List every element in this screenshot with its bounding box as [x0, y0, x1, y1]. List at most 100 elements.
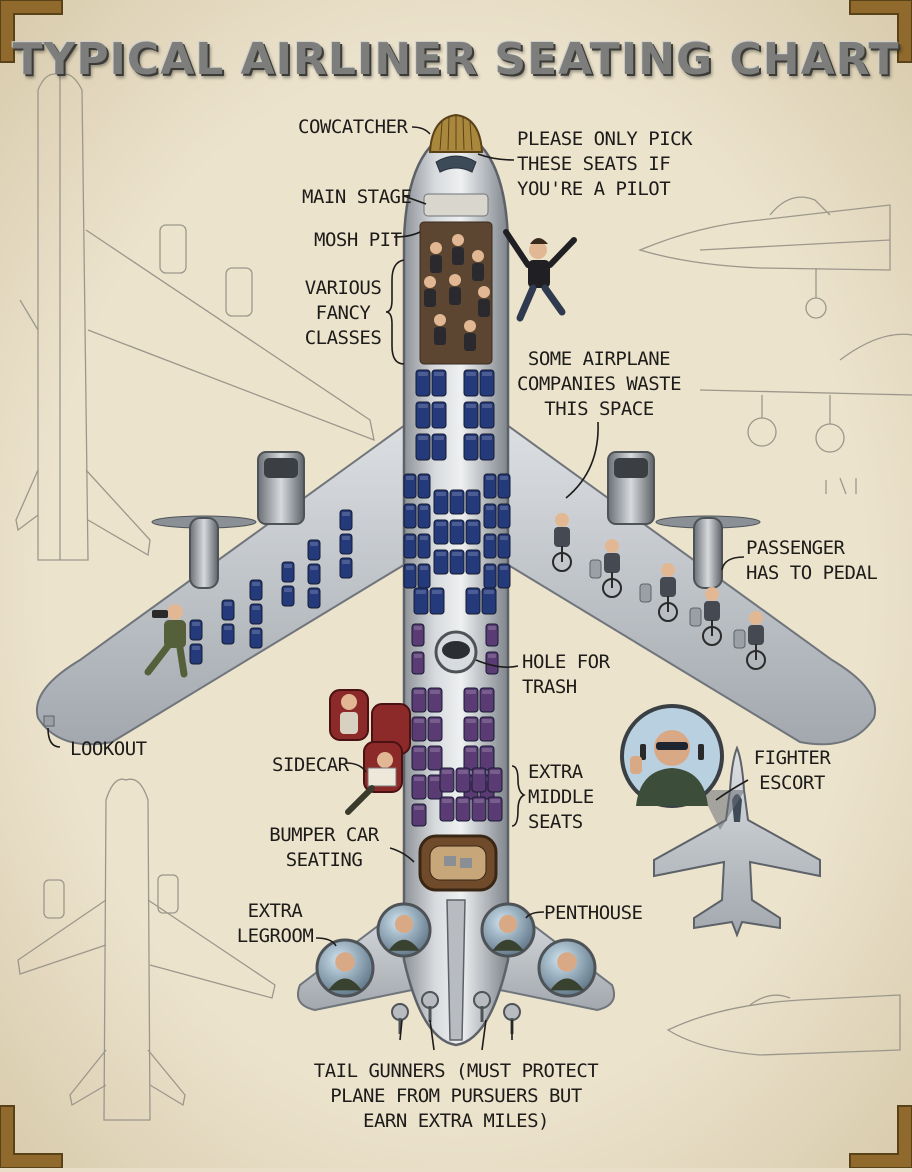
jumping-rocker [503, 229, 577, 322]
seat [483, 533, 497, 559]
seat-shine [414, 748, 424, 752]
seat [455, 767, 471, 793]
seat-shine [466, 436, 476, 440]
seat [431, 369, 447, 397]
label-sidecar: SIDECAR [272, 754, 349, 776]
gunner-head [498, 914, 518, 934]
seat-shine [482, 719, 492, 723]
seat-shine [482, 404, 492, 408]
seat [281, 585, 295, 607]
seat [449, 519, 465, 545]
seat [483, 503, 497, 529]
seat [431, 401, 447, 429]
seat [471, 767, 487, 793]
seat [479, 433, 495, 461]
seat-shine [414, 690, 424, 694]
sketch-airliner-top-left [15, 73, 375, 561]
sketch-airliner-bottom-left [17, 778, 276, 1121]
seat-shine [414, 626, 422, 630]
seat [411, 745, 427, 771]
seat-shine [468, 590, 478, 594]
seat [307, 563, 321, 585]
seat [415, 369, 431, 397]
seat-shine [252, 582, 260, 586]
empty-wing-seat [733, 629, 746, 649]
lookout-window [43, 715, 55, 727]
seat-shine [310, 542, 318, 546]
label-waste-space: SOME AIRPLANE COMPANIES WASTE THIS SPACE [516, 348, 682, 420]
seat-shine [310, 566, 318, 570]
seat-shine [406, 566, 414, 570]
seat-shine [500, 476, 508, 480]
right-wing [499, 418, 877, 746]
seat-shine [414, 654, 422, 658]
left-wing [35, 418, 413, 746]
seat [449, 549, 465, 575]
lookout-person [144, 604, 188, 678]
seat [433, 519, 449, 545]
right-jet-engine [607, 451, 655, 525]
seat-shine [224, 602, 232, 606]
seat-shine [486, 536, 494, 540]
seat-shine [474, 770, 484, 774]
seat-shine [442, 799, 452, 803]
seat [463, 401, 479, 429]
seat-shine [436, 522, 446, 526]
seat-shine [500, 506, 508, 510]
cyclist-head [555, 513, 569, 527]
seat-shine [466, 372, 476, 376]
gunner-body [328, 978, 362, 991]
empty-wing-seat [589, 559, 602, 579]
seat [403, 503, 417, 529]
seat [411, 623, 425, 647]
seat-shine [486, 476, 494, 480]
cyclist-head [605, 539, 619, 553]
seat-shine [468, 522, 478, 526]
seat [221, 599, 235, 621]
seat [417, 473, 431, 499]
seat [403, 563, 417, 589]
seat-shine [488, 654, 496, 658]
seat [403, 473, 417, 499]
seat-shine [192, 622, 200, 626]
leader-lines [47, 126, 749, 1051]
seat-shine [342, 536, 350, 540]
label-tail-gunners: TAIL GUNNERS (MUST PROTECT PLANE FROM PU… [313, 1060, 599, 1132]
seat [485, 623, 499, 647]
label-fancy-classes: VARIOUS FANCY CLASSES [304, 277, 382, 349]
seat-shine [430, 719, 440, 723]
seat [307, 539, 321, 561]
seat-shine [252, 630, 260, 634]
seat [411, 716, 427, 742]
label-trash: HOLE FOR TRASH [522, 651, 610, 698]
label-main-stage: MAIN STAGE [302, 186, 412, 208]
cyclist-body [604, 553, 620, 573]
seat-shine [310, 590, 318, 594]
seat-shine [490, 799, 500, 803]
seat [307, 587, 321, 609]
gun-turret [391, 1003, 409, 1021]
seat [479, 401, 495, 429]
seat [463, 687, 479, 713]
label-penthouse: PENTHOUSE [544, 902, 643, 924]
seat [497, 563, 511, 589]
tail-gunner-bubbles [315, 902, 597, 1034]
seat [413, 587, 429, 615]
seat [439, 767, 455, 793]
seat [471, 796, 487, 822]
cyclist-body [660, 577, 676, 597]
trash-hole [434, 630, 478, 674]
seat [189, 643, 203, 665]
seat [417, 533, 431, 559]
seat [497, 533, 511, 559]
seat-shine [500, 566, 508, 570]
seat-shine [442, 770, 452, 774]
sketch-prop-plane-right [699, 333, 912, 495]
seat [497, 503, 511, 529]
seat-shine [482, 690, 492, 694]
label-extra-legroom: EXTRA LEGROOM [236, 900, 314, 947]
seat [431, 433, 447, 461]
seat [439, 796, 455, 822]
seat-shine [420, 536, 428, 540]
seat-shine [452, 492, 462, 496]
